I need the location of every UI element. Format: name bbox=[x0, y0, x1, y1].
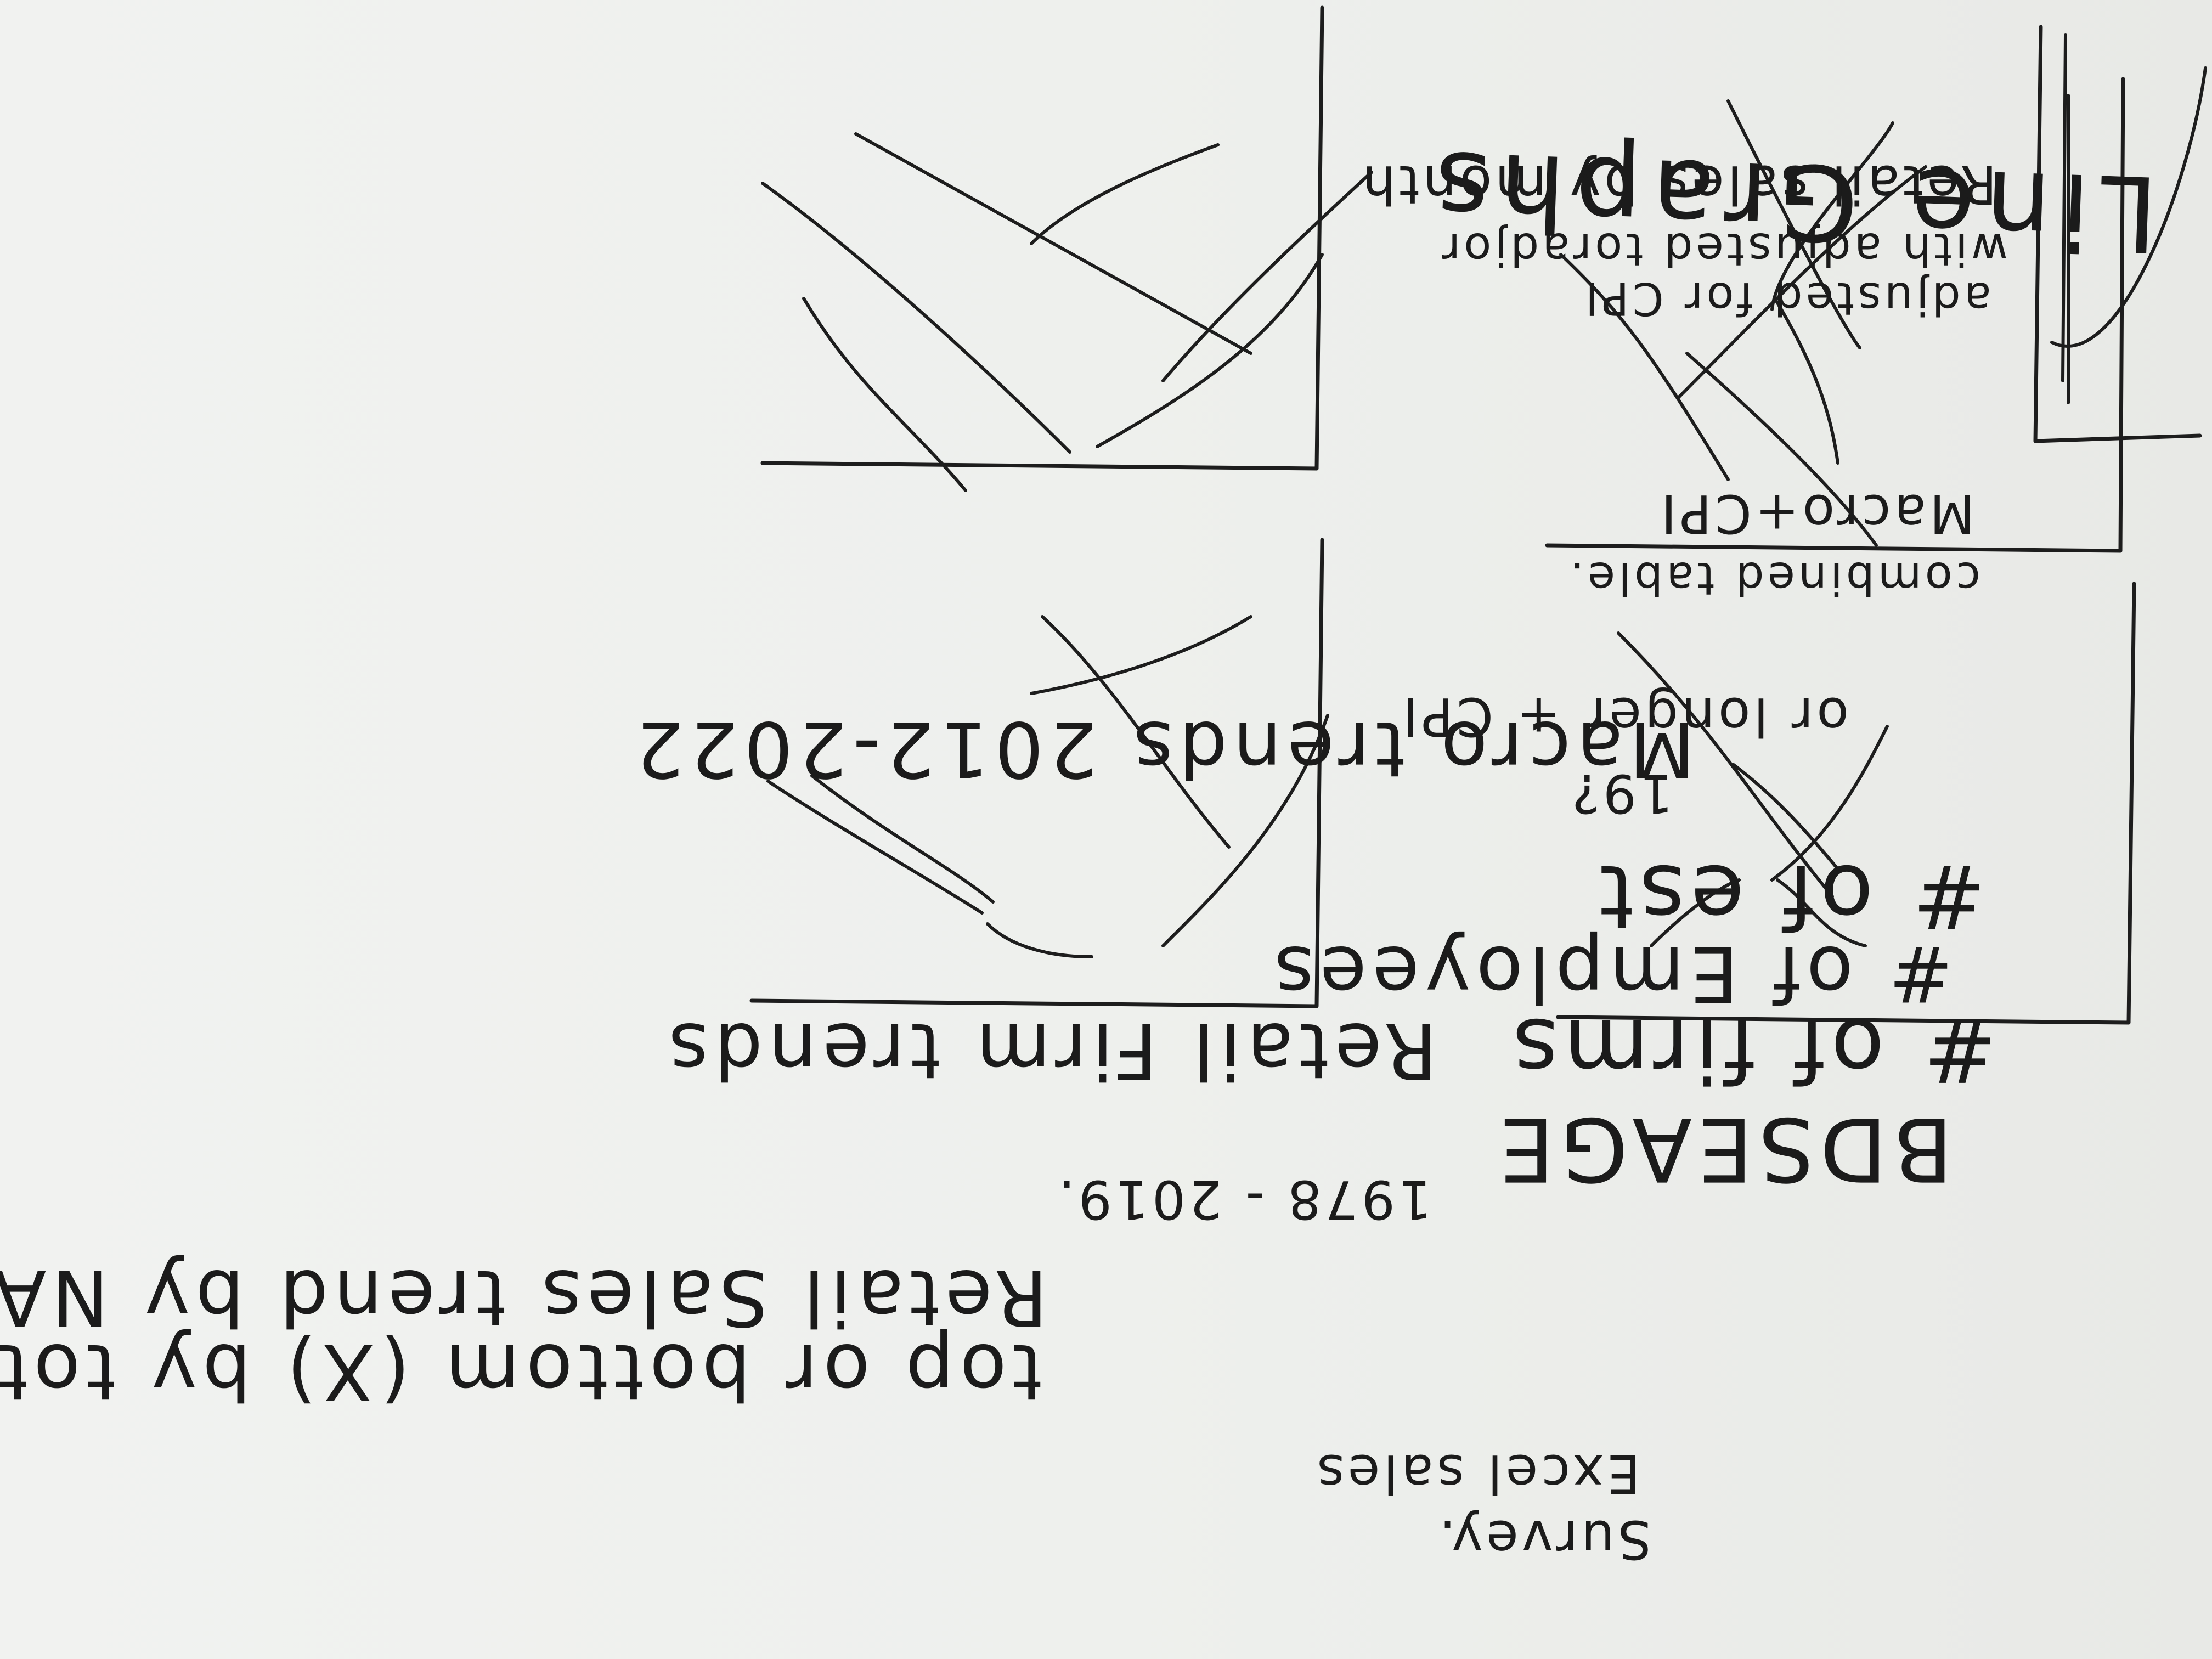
graph-3-line-2 bbox=[1617, 631, 1834, 898]
retail-firm-trends-range: 1978 - 2019. bbox=[1055, 1169, 1432, 1230]
graph-4-line-3 bbox=[810, 774, 995, 904]
macro-cpi-note-2: combined table. bbox=[1566, 552, 1980, 604]
graph-1-line-5 bbox=[1770, 121, 1894, 311]
macro-trends-metric-4: BDSEAGE bbox=[1493, 1098, 1953, 1200]
graph-2 bbox=[760, 5, 1373, 492]
corner-graph-line-2 bbox=[2061, 33, 2067, 382]
graph-2-line-3 bbox=[854, 132, 1252, 355]
retail-firm-trends-label: Retail Firm trends bbox=[663, 1006, 1437, 1095]
graph-3-line-4 bbox=[1770, 725, 1889, 882]
macro-trends-aside: or longer + CPI bbox=[1399, 686, 1849, 747]
graph-2-line-6 bbox=[1030, 143, 1220, 245]
retail-sales-month-note-2: with adjusted toradjor bbox=[1438, 223, 2008, 275]
graph-4-axis bbox=[749, 538, 1324, 1008]
retail-sales-naics-note-2: Survey. bbox=[1436, 1509, 1651, 1570]
graph-4 bbox=[749, 538, 1329, 1008]
graph-2-line-1 bbox=[802, 297, 967, 492]
retail-sales-naics-label-2: top or bottom (X) by total bbox=[0, 1327, 1042, 1416]
graph-1-line-2 bbox=[1685, 352, 1878, 547]
graph-4-line-6 bbox=[1030, 615, 1252, 695]
macro-cpi-note-1: Macro+CPI bbox=[1657, 483, 1975, 544]
graph-3-axis bbox=[1556, 582, 2136, 1025]
graph-3 bbox=[1556, 582, 2136, 1025]
graph-1 bbox=[1545, 77, 2125, 553]
retail-sales-month-note-3: adjusted for CPI bbox=[1582, 272, 1991, 324]
macro-trends-metric-1: # of est bbox=[1594, 845, 1986, 948]
retail-sales-naics-label: Retail Sales trend by NAICS bbox=[0, 1252, 1048, 1342]
corner-graph bbox=[2033, 25, 2207, 443]
macro-trends-metric-3: # of firms bbox=[1507, 999, 1997, 1102]
graph-2-axis bbox=[760, 5, 1324, 471]
graph-1-line-1 bbox=[1559, 253, 1730, 481]
graph-1-line-3 bbox=[1677, 165, 1927, 399]
corner-graph-line-1 bbox=[2050, 66, 2207, 348]
graph-3-line-3 bbox=[1732, 763, 1839, 871]
graph-1-line-4 bbox=[1726, 99, 1861, 349]
retail-sales-month-note-1: Retail sales by month bbox=[1359, 154, 1997, 215]
graph-4-line-2 bbox=[986, 922, 1093, 958]
graph-2-line-4 bbox=[1096, 253, 1324, 448]
graph-4-line-1 bbox=[766, 780, 984, 915]
corner-graph-axis bbox=[2033, 25, 2202, 443]
retail-sales-naics-note-1: Excel sales bbox=[1313, 1443, 1640, 1504]
graph-3-line-5 bbox=[1776, 878, 1867, 947]
macro-trends-aside-2: 19? bbox=[1568, 763, 1673, 824]
graph-4-line-5 bbox=[1161, 714, 1329, 947]
graph-4-line-4 bbox=[1041, 615, 1231, 849]
graph-2-line-5 bbox=[1161, 171, 1373, 382]
graph-1-line-6 bbox=[1773, 297, 1839, 465]
graph-2-line-2 bbox=[761, 182, 1071, 454]
graph-3-line-1 bbox=[1650, 878, 1741, 947]
graph-1-axis bbox=[1545, 77, 2125, 553]
